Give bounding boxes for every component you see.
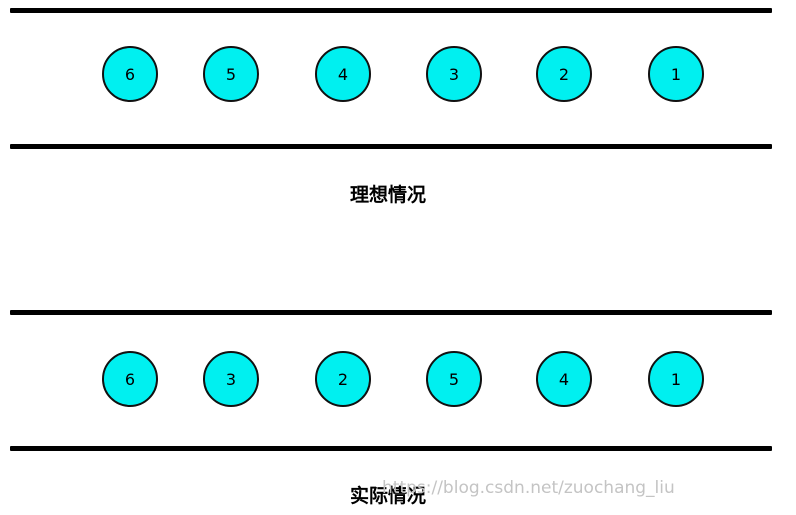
ideal-caption: 理想情况 bbox=[349, 184, 426, 206]
actual-bottom-line bbox=[10, 446, 772, 451]
actual-ball-3: 2 bbox=[315, 351, 371, 407]
actual-ball-1: 6 bbox=[102, 351, 158, 407]
ideal-bottom-line bbox=[10, 144, 772, 149]
actual-ball-5: 4 bbox=[536, 351, 592, 407]
watermark: https://blog.csdn.net/zuochang_liu bbox=[382, 478, 675, 498]
actual-ball-4: 5 bbox=[426, 351, 482, 407]
ideal-ball-2: 5 bbox=[203, 46, 259, 102]
ideal-ball-6: 1 bbox=[648, 46, 704, 102]
actual-top-line bbox=[10, 310, 772, 315]
ideal-ball-3: 4 bbox=[315, 46, 371, 102]
ideal-ball-4: 3 bbox=[426, 46, 482, 102]
ideal-ball-5: 2 bbox=[536, 46, 592, 102]
ideal-ball-1: 6 bbox=[102, 46, 158, 102]
actual-caption: 实际情况 bbox=[349, 485, 426, 507]
ideal-top-line bbox=[10, 8, 772, 13]
actual-ball-2: 3 bbox=[203, 351, 259, 407]
actual-ball-6: 1 bbox=[648, 351, 704, 407]
